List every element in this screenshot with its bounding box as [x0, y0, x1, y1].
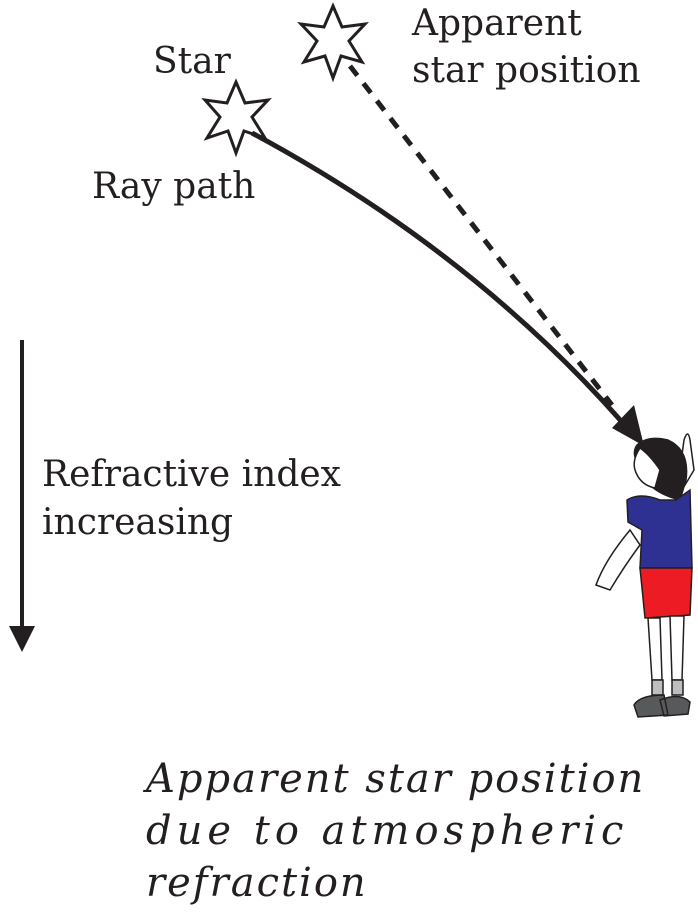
apparent-label-line2: star position [412, 50, 641, 91]
apparent-line-dashed [348, 64, 614, 407]
star-label: Star [153, 41, 231, 82]
apparent-label-line1: Apparent [412, 3, 582, 44]
star-icon [201, 78, 272, 158]
ray-path-label: Ray path [92, 166, 256, 207]
caption-line3: refraction [146, 860, 368, 906]
down-arrowhead-icon [9, 626, 35, 652]
refractive-label-line1: Refractive index [42, 454, 341, 495]
ray-path-curve [250, 130, 624, 424]
apparent-star-icon [297, 2, 369, 83]
boy-figure [595, 433, 695, 718]
ray-arrowhead-icon [612, 405, 644, 446]
caption-line1: Apparent star position [146, 756, 646, 802]
caption-line2: due to atmospheric [146, 808, 629, 854]
refractive-label-line2: increasing [42, 502, 234, 543]
